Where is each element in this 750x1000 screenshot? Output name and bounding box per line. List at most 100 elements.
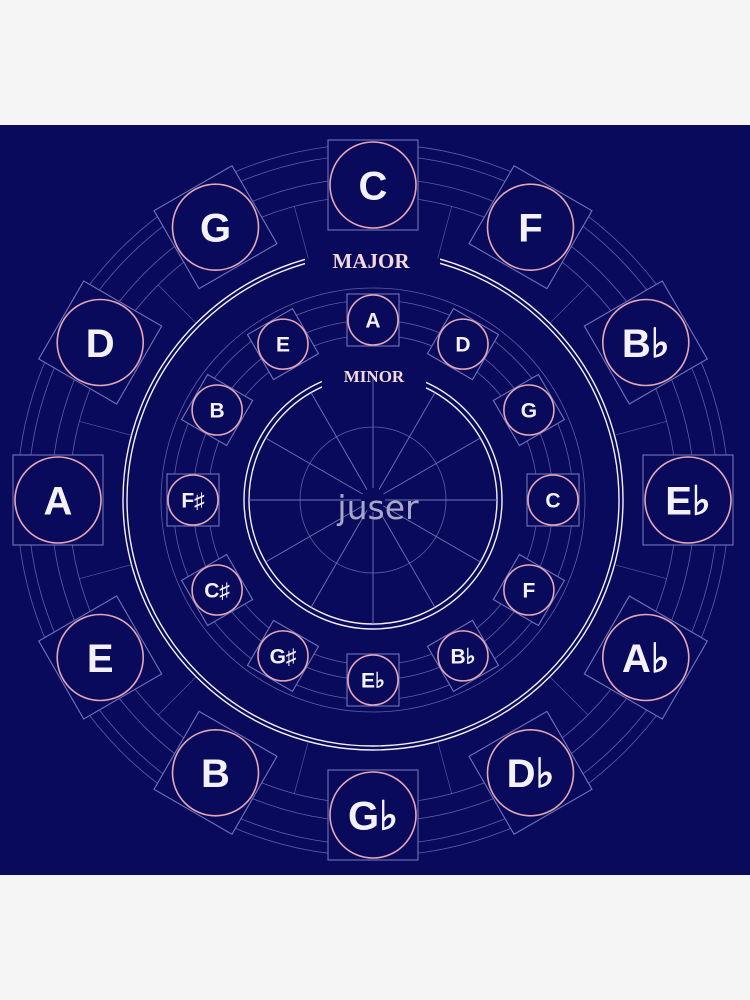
minor-key-label: G	[521, 400, 537, 423]
minor-key-label: G♯	[270, 645, 297, 668]
major-key: A♭	[583, 595, 709, 720]
major-label-backdrop	[305, 245, 440, 277]
major-key-circle	[644, 456, 732, 544]
minor-key-label: B	[210, 400, 225, 423]
spoke-line	[310, 392, 368, 490]
major-key-label: D♭	[507, 752, 555, 796]
divider-line	[614, 420, 667, 436]
minor-key-label: F♯	[181, 490, 205, 513]
major-key-circle	[329, 771, 417, 859]
minor-label-backdrop	[322, 363, 426, 389]
minor-key-label: A	[365, 310, 380, 333]
minor-key: E♭	[346, 653, 400, 707]
minor-key-circle	[257, 318, 309, 370]
minor-key-label: F	[522, 580, 535, 603]
circle-of-fifths-diagram: C F B♭ E♭ A♭ D♭ G♭ B E A D G A D G C F B♭ E♭ G♯ C♯ F♯ B E MAJOR…	[12, 139, 734, 861]
minor-key-circle	[191, 384, 243, 436]
minor-key: D	[426, 307, 500, 381]
divider-line	[437, 206, 453, 259]
watermark: juser	[336, 488, 419, 527]
major-key-circle	[14, 456, 102, 544]
major-key-label: G♭	[348, 794, 398, 838]
key-markers: C F B♭ E♭ A♭ D♭ G♭ B E A D G A D G C F B♭ E♭ G♯ C♯ F♯ B E	[12, 139, 734, 861]
major-key: B	[153, 710, 278, 836]
major-key-label: A	[44, 479, 73, 523]
minor-key-label: C♯	[204, 580, 230, 603]
major-key-circle	[601, 613, 690, 702]
divider-line	[549, 284, 589, 324]
minor-key-circle	[257, 630, 309, 682]
major-key-circle	[486, 728, 575, 817]
minor-key-circle	[527, 474, 579, 526]
major-key-label: C	[359, 164, 388, 208]
major-key: B♭	[583, 280, 709, 405]
divider-line	[549, 676, 589, 716]
minor-key-label: E	[276, 334, 290, 357]
minor-key: F	[492, 553, 566, 627]
spoke-line	[378, 510, 436, 608]
minor-key-circle	[437, 318, 489, 370]
divider-line	[293, 741, 309, 794]
major-key: E♭	[642, 454, 734, 546]
divider-line	[79, 564, 132, 580]
major-key: G	[153, 164, 278, 290]
minor-key: C♯	[180, 553, 254, 627]
major-key-circle	[486, 183, 575, 272]
divider-line	[79, 420, 132, 436]
major-key-label: A♭	[622, 637, 670, 681]
major-key-circle	[56, 613, 145, 702]
minor-ring-label: MINOR	[344, 367, 405, 386]
minor-key-label: E♭	[361, 670, 385, 693]
circle-of-fifths-panel: C F B♭ E♭ A♭ D♭ G♭ B E A D G A D G C F B♭ E♭ G♯ C♯ F♯ B E MAJOR…	[0, 125, 750, 875]
divider-line	[437, 741, 453, 794]
major-key-label: E♭	[665, 479, 711, 523]
major-key-circle	[171, 183, 260, 272]
major-key-label: D	[86, 322, 115, 366]
major-key: A	[12, 454, 104, 546]
minor-key-label: B♭	[450, 645, 475, 668]
minor-key-label: C	[545, 490, 560, 513]
major-key-circle	[601, 298, 690, 387]
major-key-label: G	[200, 207, 231, 251]
spoke-line	[383, 437, 481, 495]
guide-ring	[160, 287, 586, 713]
major-key-label: B♭	[622, 322, 670, 366]
minor-key: E	[246, 307, 320, 381]
spoke-line	[265, 505, 363, 563]
major-key: E	[37, 595, 163, 720]
divider-line	[157, 284, 197, 324]
minor-key: G♯	[246, 619, 320, 693]
minor-key-circle	[347, 654, 399, 706]
minor-key-circle	[191, 564, 243, 616]
minor-key-circle	[347, 294, 399, 346]
major-key-circle	[329, 141, 417, 229]
minor-key-label: D	[455, 334, 470, 357]
minor-key: A	[346, 293, 400, 347]
major-key: G♭	[327, 769, 419, 861]
divider-line	[614, 564, 667, 580]
spoke-line	[378, 392, 436, 490]
major-key-circle	[171, 728, 260, 817]
major-key: F	[468, 164, 593, 290]
major-key-circle	[56, 298, 145, 387]
minor-key: B♭	[426, 619, 500, 693]
spoke-line	[265, 437, 363, 495]
spoke-line	[383, 505, 481, 563]
divider-line	[293, 206, 309, 259]
minor-key-circle	[503, 564, 555, 616]
minor-key: G	[492, 373, 566, 447]
major-ring-label: MAJOR	[333, 249, 411, 273]
major-key: D♭	[468, 710, 593, 836]
major-key-label: E	[87, 637, 114, 681]
minor-key: C	[526, 473, 580, 527]
major-key-label: F	[518, 207, 542, 251]
minor-key-circle	[437, 630, 489, 682]
major-key-label: B	[201, 752, 230, 796]
major-key: C	[327, 139, 419, 231]
minor-key: B	[180, 373, 254, 447]
minor-key: F♯	[166, 473, 220, 527]
spoke-line	[310, 510, 368, 608]
minor-key-circle	[503, 384, 555, 436]
major-key: D	[37, 280, 163, 405]
minor-key-circle	[167, 474, 219, 526]
